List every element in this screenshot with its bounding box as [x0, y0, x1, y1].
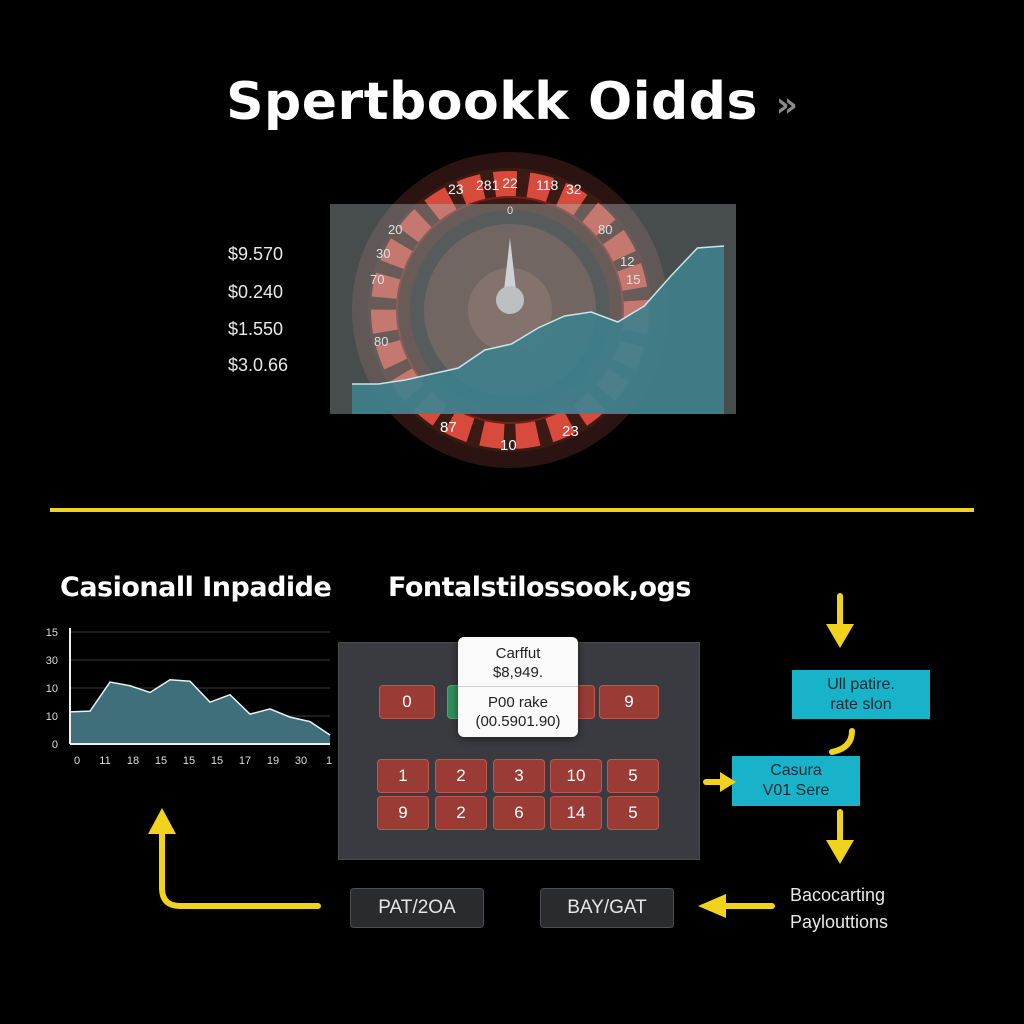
area-line — [69, 679, 331, 736]
x-tick-label: 19 — [267, 755, 279, 767]
tooltip-range: (00.5901.90) — [475, 713, 561, 730]
wheel-pocket-edge — [396, 196, 624, 424]
flow-box-casura[interactable]: Casura V01 Sere — [732, 756, 860, 806]
tooltip-rake: P00 rake — [487, 694, 549, 711]
bet-tooltip: Carffut $8,949. P00 rake (00.5901.90) — [458, 637, 578, 737]
roulette-number: 23 — [562, 423, 579, 440]
board-cell[interactable]: 3 — [493, 759, 545, 793]
x-tick-label: 30 — [295, 755, 307, 767]
wheel-pockets — [371, 171, 649, 449]
roulette-zero: 0 — [507, 205, 513, 217]
roulette-number: 118 — [536, 177, 559, 193]
roulette-number: 80 — [374, 334, 388, 349]
roulette-number: 70 — [370, 272, 384, 287]
board-cell[interactable]: 1 — [377, 759, 429, 793]
roulette-number: 20 — [388, 222, 402, 237]
section-heading-casionall: Casionall Inpadide — [60, 572, 332, 603]
roulette-number: 12 — [620, 254, 634, 269]
wheel-spindle — [504, 238, 516, 290]
chevron-right-icon[interactable]: » — [775, 85, 798, 125]
odds-value: $9.570 — [228, 244, 284, 264]
roulette-number: 32 — [566, 181, 582, 197]
roulette-number: 30 — [376, 246, 390, 261]
board-cell[interactable]: 2 — [435, 759, 487, 793]
board-cell[interactable]: 2 — [435, 796, 487, 830]
x-tick-label: 15 — [155, 755, 167, 767]
wheel-spindle-cap — [496, 286, 524, 314]
flow-caption: Bacocarting Paylouttions — [790, 882, 888, 936]
x-tick-label: 18 — [127, 755, 139, 767]
flow-caption-line: Paylouttions — [790, 912, 889, 932]
y-tick-label: 10 — [46, 683, 58, 695]
board-cell[interactable]: 6 — [493, 796, 545, 830]
section-divider — [50, 508, 974, 512]
arrow-head-left-icon — [698, 894, 726, 918]
board-cell[interactable]: 0 — [379, 685, 435, 719]
odds-value: $0.240 — [228, 282, 284, 302]
board-cell[interactable]: 9 — [377, 796, 429, 830]
arrow-up-icon — [159, 829, 321, 909]
odds-value: $3.0.66 — [228, 355, 289, 375]
top-area-line — [352, 245, 725, 385]
board-cell[interactable]: 5 — [607, 759, 659, 793]
y-tick-label: 30 — [46, 655, 58, 667]
roulette-number: 15 — [626, 272, 640, 287]
y-tick-label: 10 — [46, 711, 58, 723]
page-title: Spertbookk Oidds — [226, 72, 758, 132]
flow-box-line: Casura — [770, 762, 822, 779]
roulette-number: 281 — [476, 177, 500, 193]
board-cell[interactable]: 5 — [607, 796, 659, 830]
flow-box-line: Ull patire. — [827, 675, 895, 693]
y-tick-label: 0 — [52, 739, 58, 751]
roulette-number: 80 — [598, 222, 612, 237]
mini-area-chart: 15 30 10 10 0 0 11 18 15 15 15 17 19 30 1 — [46, 627, 332, 767]
page-header: Spertbookk Oidds » — [0, 62, 1024, 142]
flow-box-line: rate slon — [830, 695, 892, 713]
roulette-number: 10 — [500, 437, 517, 454]
flow-box-line: V01 Sere — [762, 782, 830, 799]
arrow-head-down-icon — [826, 840, 854, 864]
roulette-number: 22 — [502, 175, 518, 191]
arrow-head-up-icon — [148, 808, 176, 834]
flow-caption-line: Bacocarting — [790, 885, 886, 905]
top-area-chart — [352, 245, 725, 414]
roulette-number: 23 — [448, 181, 464, 197]
flow-box-patire[interactable]: Ull patire. rate slon — [792, 670, 930, 719]
x-tick-label: 0 — [74, 755, 80, 767]
section-heading-fontal: Fontalstilossook,ogs — [388, 572, 691, 603]
board-cell[interactable]: 14 — [550, 796, 602, 830]
x-tick-label: 1 — [326, 755, 332, 767]
tooltip-divider — [458, 686, 578, 687]
arrow-head-down-icon — [826, 624, 854, 648]
odds-value: $1.550 — [228, 319, 284, 339]
roulette-number: 87 — [440, 419, 457, 436]
tooltip-amount: $8,949. — [492, 664, 544, 681]
x-tick-label: 11 — [99, 755, 110, 767]
x-tick-label: 15 — [211, 755, 223, 767]
board-cell[interactable]: 10 — [550, 759, 602, 793]
roulette-chart-graphic: 23 281 22 118 32 0 20 30 70 80 80 12 15 … — [330, 152, 736, 468]
top-area-fill — [352, 246, 724, 414]
arrow-curve-icon — [829, 728, 855, 755]
x-tick-label: 15 — [183, 755, 195, 767]
board-cell[interactable]: 9 — [599, 685, 659, 719]
area-fill — [70, 679, 330, 744]
tooltip-title: Carffut — [495, 645, 541, 662]
pat-button[interactable]: PAT/2OA — [350, 888, 484, 928]
y-tick-label: 15 — [46, 627, 58, 639]
bay-button[interactable]: BAY/GAT — [540, 888, 674, 928]
x-tick-label: 17 — [239, 755, 251, 767]
